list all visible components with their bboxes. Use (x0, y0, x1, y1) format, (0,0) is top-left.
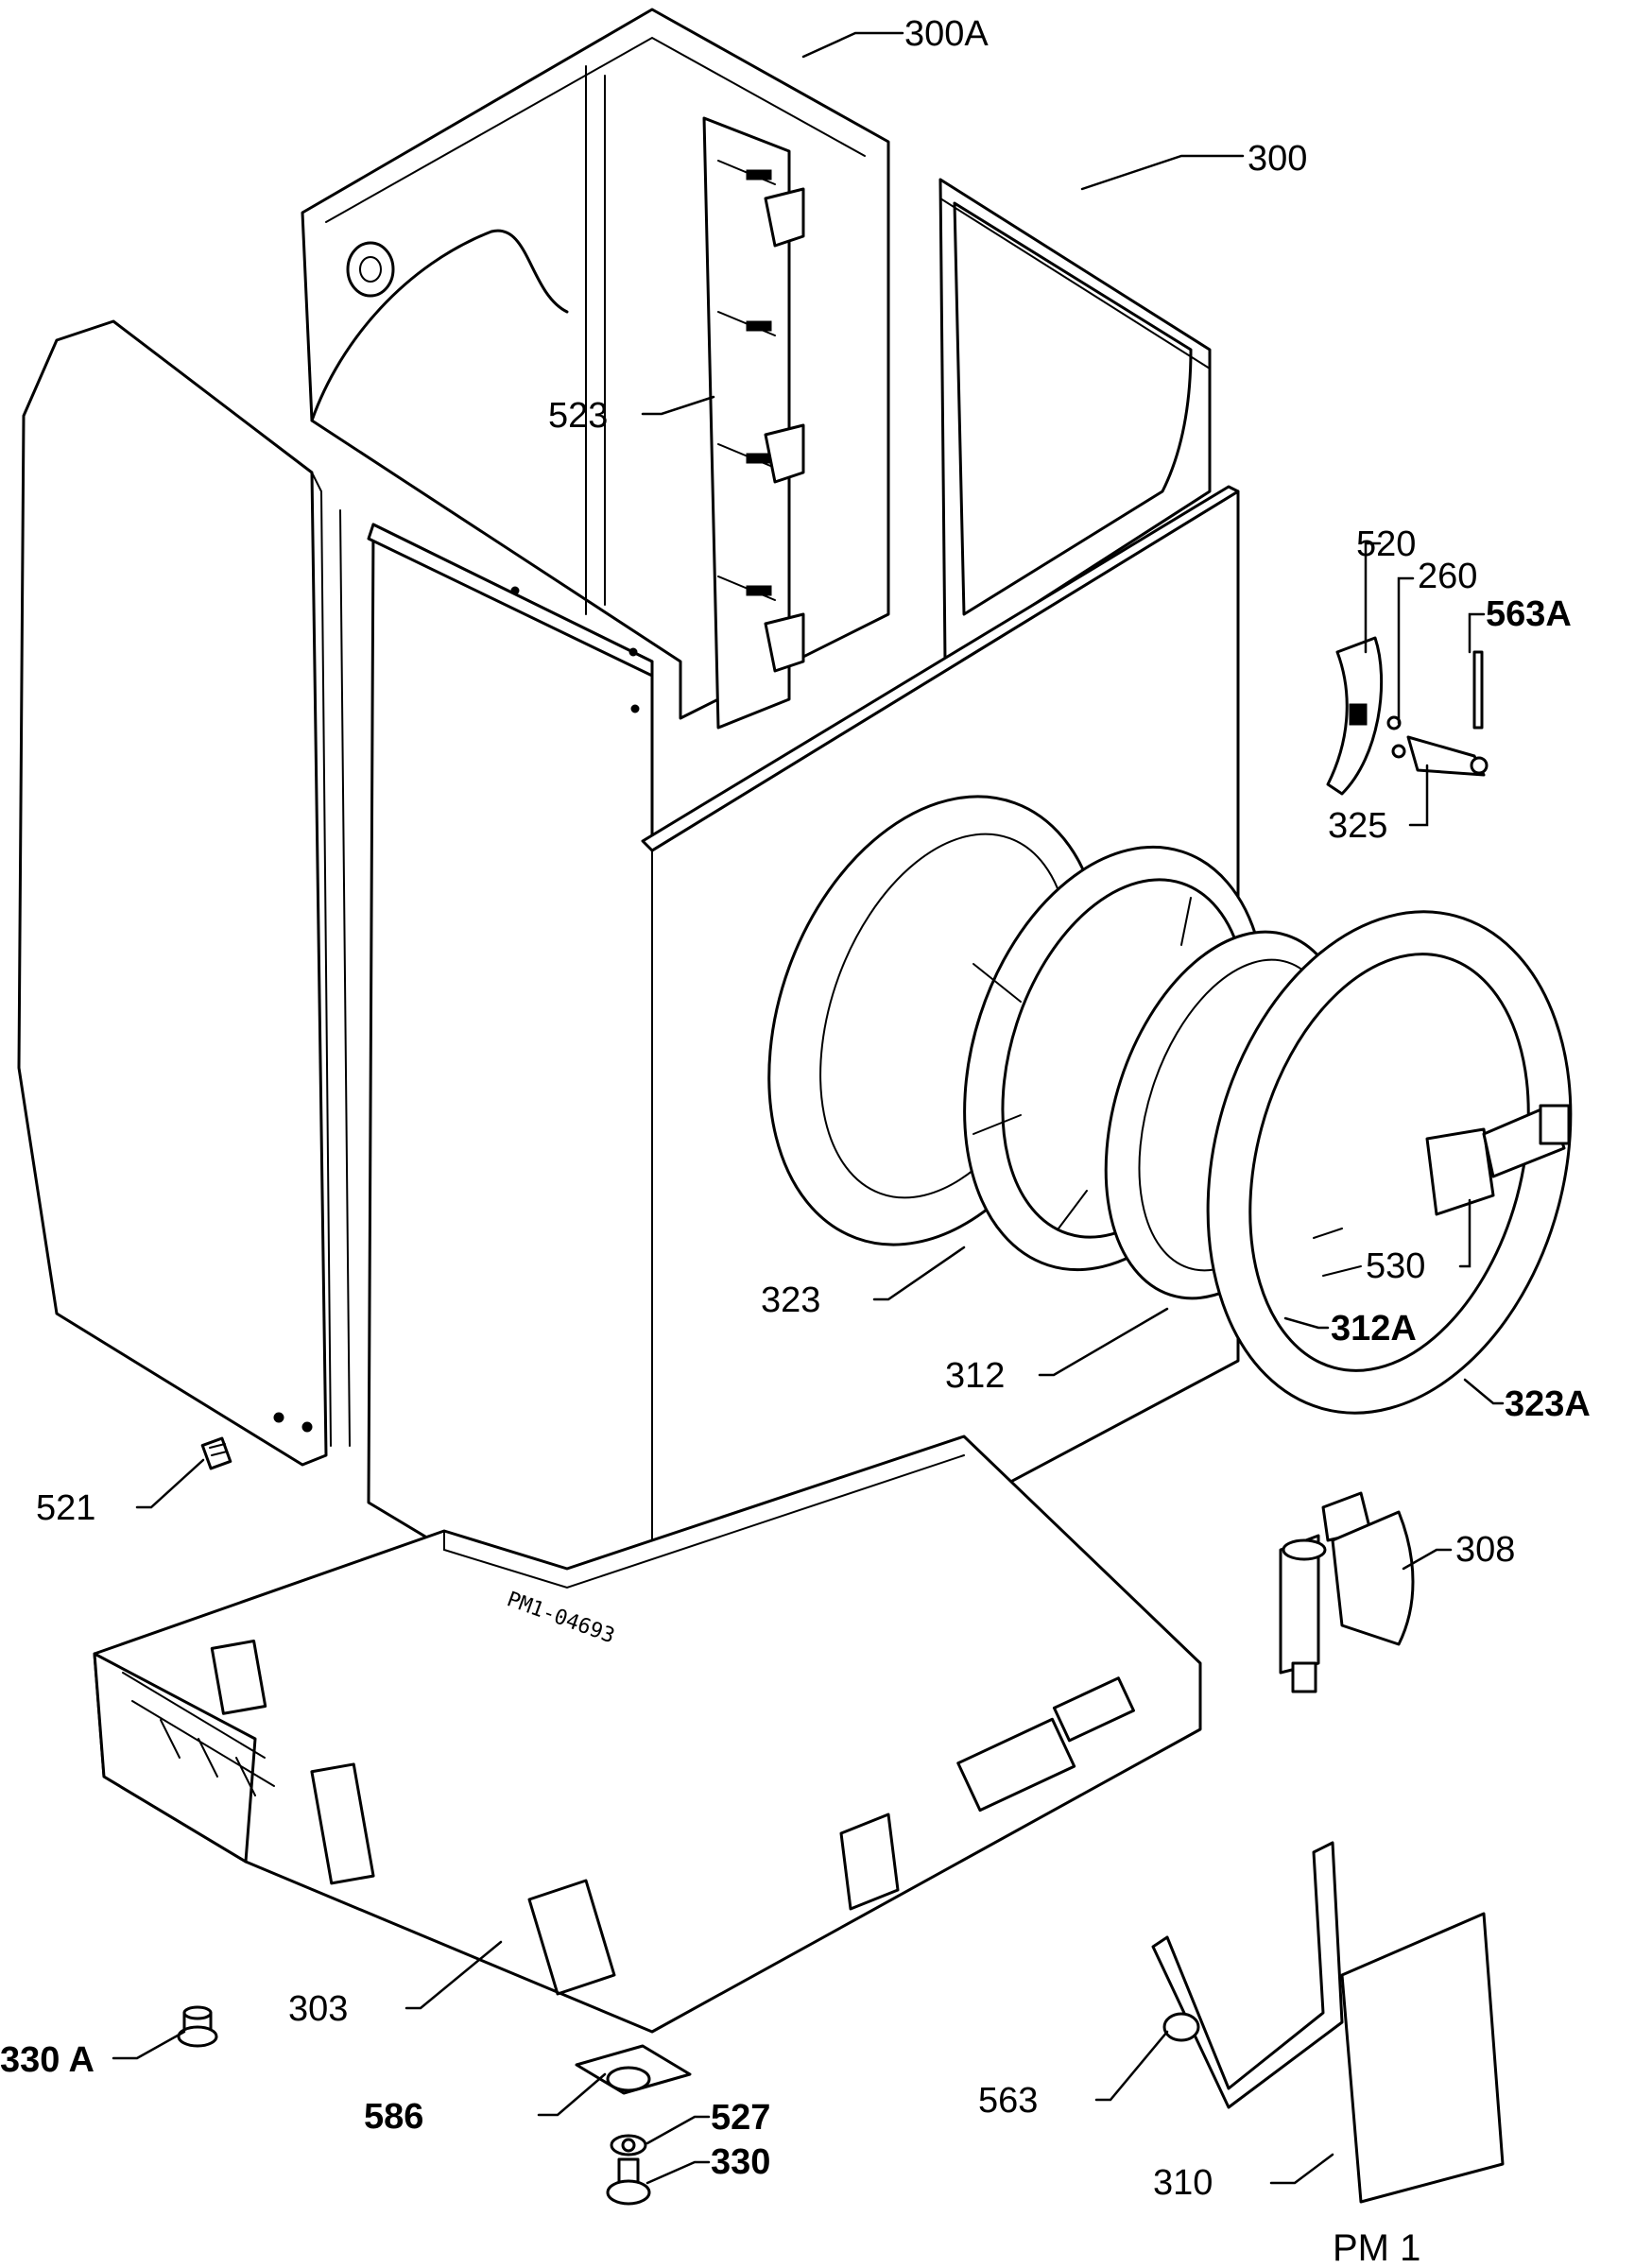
leader-lines (112, 31, 1505, 2185)
callout-260: 260 (1418, 557, 1477, 596)
base-frame-303 (93, 1435, 1202, 2034)
rear-bracket-523 (702, 116, 805, 730)
lock-cover-slot (1349, 703, 1368, 726)
callout-323A: 323A (1505, 1384, 1591, 1424)
callout-563: 563 (978, 2081, 1038, 2121)
callout-300A: 300A (904, 14, 989, 54)
callout-523: 523 (548, 396, 608, 436)
sheet-label: PM 1 (1333, 2227, 1420, 2268)
pin-563A (1472, 650, 1484, 730)
door-hinge-530 (1425, 1104, 1571, 1216)
callout-325: 325 (1328, 806, 1387, 846)
callout-310: 310 (1153, 2163, 1213, 2203)
foot-cap-330A (177, 2005, 218, 2048)
left-side-panel (17, 319, 351, 1467)
screw-521 (200, 1436, 232, 1470)
callout-520: 520 (1356, 524, 1416, 564)
outer-door-ring-323A (1206, 910, 1573, 1415)
callout-303: 303 (288, 1989, 348, 2029)
callout-530: 530 (1366, 1246, 1425, 1286)
callout-521: 521 (36, 1488, 95, 1528)
side-bracket-563 (1151, 1841, 1344, 2109)
callout-323: 323 (761, 1280, 820, 1320)
callout-330: 330 (711, 2142, 770, 2182)
lock-assembly (1326, 636, 1489, 796)
callout-330A: 330 A (0, 2040, 95, 2080)
callout-527: 527 (711, 2098, 770, 2138)
right-frame-300 (938, 178, 1212, 663)
foot-assembly (575, 2044, 692, 2206)
cover-plate-310 (1340, 1912, 1505, 2204)
hinge-bracket-308 (1279, 1491, 1415, 1693)
callout-300: 300 (1248, 139, 1307, 179)
callout-563A: 563A (1486, 594, 1572, 634)
callout-586: 586 (364, 2097, 423, 2137)
callout-312: 312 (945, 1356, 1005, 1396)
callout-312A: 312A (1331, 1309, 1417, 1349)
callout-308: 308 (1455, 1530, 1515, 1570)
